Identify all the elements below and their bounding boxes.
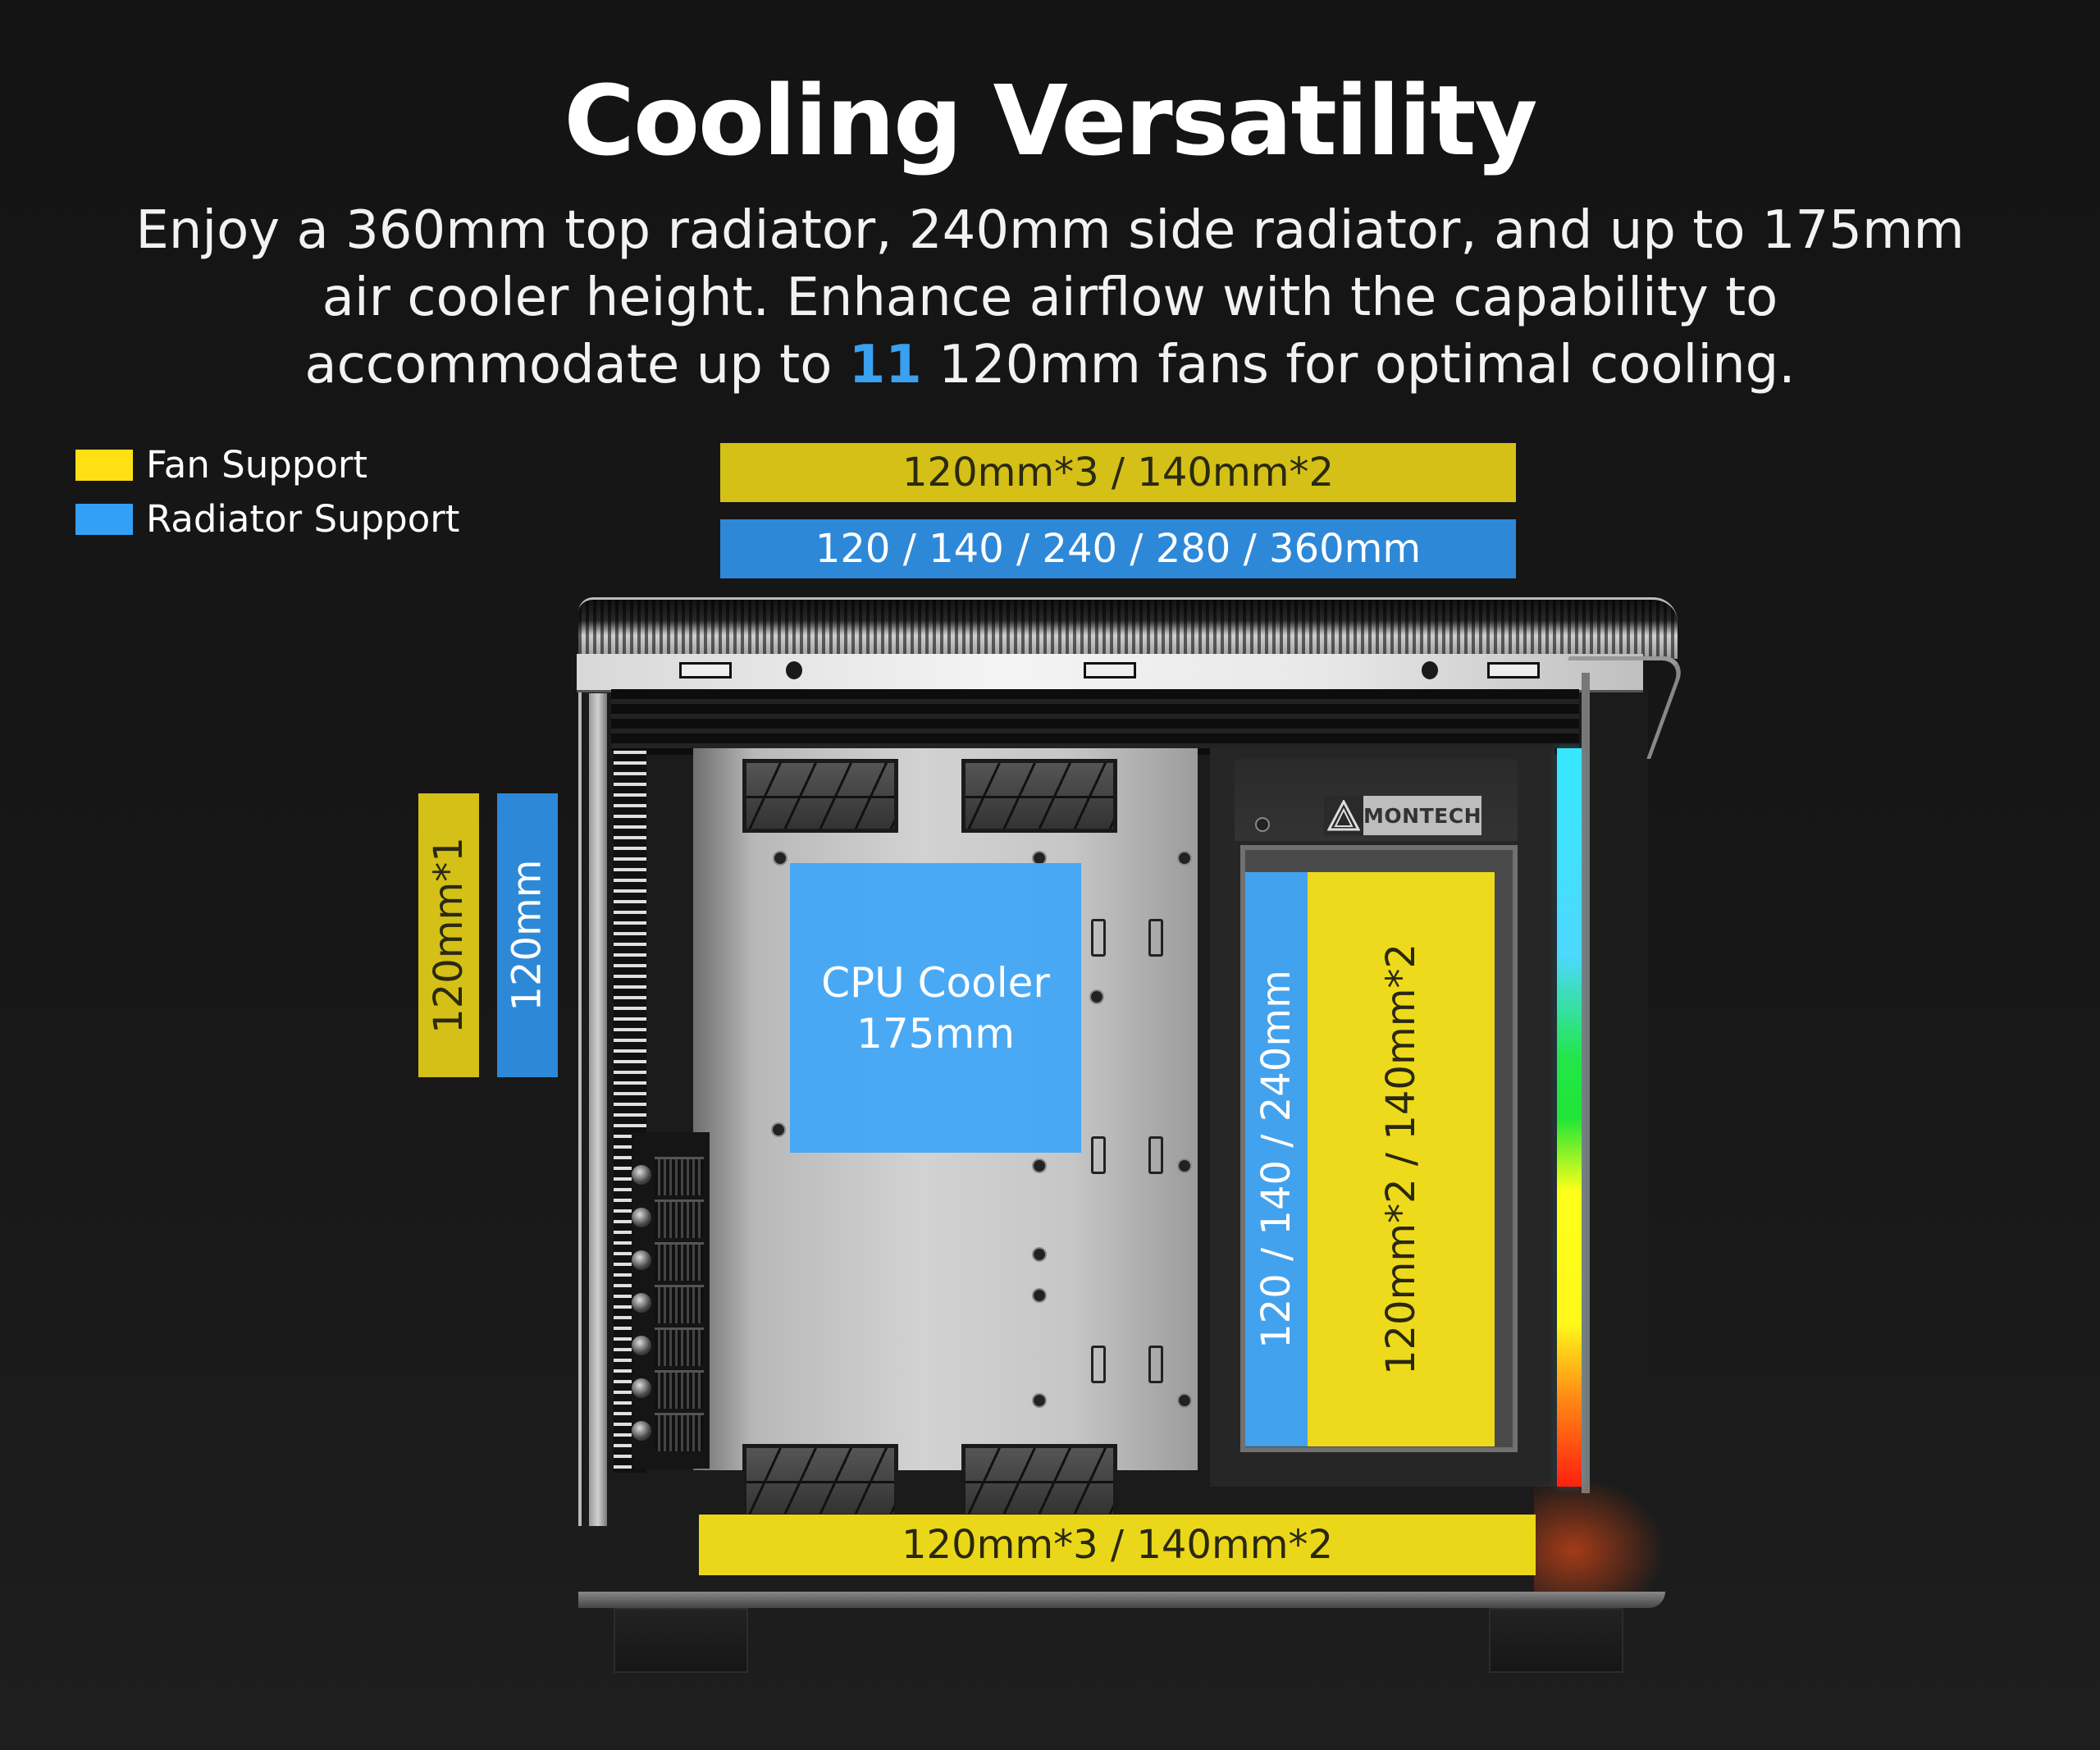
description-part2: 120mm fans for optimal cooling. — [921, 335, 1796, 395]
thumbscrew-icon — [632, 1165, 651, 1185]
screw-icon — [1255, 817, 1270, 832]
front-frame — [1582, 673, 1590, 1493]
standoff-screw-icon — [1032, 1247, 1047, 1262]
pci-slot — [655, 1157, 704, 1195]
case-inner-ceiling — [611, 689, 1579, 755]
rear-radiator-support-bar: 120mm — [497, 793, 558, 1077]
cpu-cooler-clearance-area: CPU Cooler 175mm — [790, 863, 1081, 1153]
pci-slot — [655, 1285, 704, 1323]
mount-slot — [1091, 1346, 1106, 1383]
cpu-cooler-label: CPU Cooler — [821, 958, 1050, 1007]
mount-slot — [1148, 1346, 1163, 1383]
description-part1: Enjoy a 360mm top radiator, 240mm side r… — [135, 200, 1965, 395]
pci-slot — [655, 1327, 704, 1366]
case-floor-edge — [578, 1592, 1665, 1608]
standoff-screw-icon — [1032, 1158, 1047, 1173]
brand-logo-plate: MONTECH — [1324, 796, 1481, 835]
legend-item-fan: Fan Support — [75, 443, 368, 487]
rail-clip-icon — [1084, 662, 1136, 679]
rail-hole-icon — [786, 661, 802, 679]
side-fan-support-bar: 120mm*2 / 140mm*2 — [1308, 872, 1495, 1446]
top-cable-grommet — [961, 759, 1117, 833]
case-top-rail — [577, 654, 1643, 692]
rail-clip-icon — [679, 662, 732, 679]
pci-slot — [655, 1370, 704, 1409]
standoff-screw-icon — [773, 851, 788, 866]
standoff-screw-icon — [1177, 1158, 1192, 1173]
standoff-screw-icon — [1177, 1393, 1192, 1408]
mount-slot — [1091, 1136, 1106, 1174]
case-rear-frame — [589, 693, 607, 1596]
rear-fan-label: 120mm*1 — [426, 837, 472, 1034]
top-radiator-support-bar: 120 / 140 / 240 / 280 / 360mm — [720, 519, 1516, 578]
standoff-screw-icon — [1032, 1288, 1047, 1303]
standoff-screw-icon — [1032, 1393, 1047, 1408]
pci-slot — [655, 1242, 704, 1281]
thumbscrew-icon — [632, 1208, 651, 1227]
side-fan-label: 120mm*2 / 140mm*2 — [1378, 943, 1424, 1376]
standoff-screw-icon — [1089, 989, 1104, 1004]
description-text: Enjoy a 360mm top radiator, 240mm side r… — [131, 197, 1969, 399]
rgb-glow — [1534, 1477, 1665, 1600]
mount-slot — [1091, 919, 1106, 957]
standoff-screw-icon — [771, 1122, 786, 1137]
montech-logo-icon — [1324, 796, 1364, 835]
rgb-light-strip — [1557, 748, 1582, 1487]
case-top-mesh-lid — [578, 597, 1678, 659]
top-cable-grommet — [742, 759, 898, 833]
thumbscrew-icon — [632, 1293, 651, 1313]
side-radiator-label: 120 / 140 / 240mm — [1253, 970, 1299, 1349]
brand-logo-text: MONTECH — [1363, 796, 1481, 835]
pci-slot — [655, 1413, 704, 1451]
cpu-cooler-height: 175mm — [856, 1009, 1015, 1058]
page-title: Cooling Versatility — [564, 64, 1537, 177]
fan-count-highlight: 11 — [848, 335, 922, 395]
bottom-cable-grommet — [961, 1444, 1117, 1518]
pci-slot — [655, 1199, 704, 1238]
rear-fan-support-bar: 120mm*1 — [418, 793, 479, 1077]
top-radiator-label: 120 / 140 / 240 / 280 / 360mm — [815, 526, 1422, 572]
standoff-screw-icon — [1177, 851, 1192, 866]
pci-expansion-slots — [632, 1132, 710, 1469]
rail-clip-icon — [1487, 662, 1540, 679]
case-foot — [1489, 1608, 1623, 1673]
side-radiator-support-bar: 120 / 140 / 240mm — [1245, 872, 1308, 1446]
legend-label: Fan Support — [146, 443, 368, 487]
bottom-cable-grommet — [742, 1444, 898, 1518]
top-fan-label: 120mm*3 / 140mm*2 — [902, 450, 1335, 496]
mount-slot — [1148, 1136, 1163, 1174]
fan-support-swatch-icon — [75, 449, 133, 481]
radiator-support-swatch-icon — [75, 503, 133, 535]
bottom-fan-support-bar: 120mm*3 / 140mm*2 — [699, 1515, 1536, 1575]
rear-radiator-label: 120mm — [504, 859, 551, 1012]
thumbscrew-icon — [632, 1421, 651, 1441]
top-fan-support-bar: 120mm*3 / 140mm*2 — [720, 443, 1516, 502]
mount-slot — [1148, 919, 1163, 957]
thumbscrew-icon — [632, 1250, 651, 1270]
bottom-fan-label: 120mm*3 / 140mm*2 — [901, 1522, 1334, 1568]
thumbscrew-icon — [632, 1378, 651, 1398]
thumbscrew-icon — [632, 1336, 651, 1355]
legend-label: Radiator Support — [146, 497, 460, 541]
legend-item-radiator: Radiator Support — [75, 497, 459, 541]
rail-hole-icon — [1422, 661, 1438, 679]
case-foot — [614, 1608, 748, 1673]
